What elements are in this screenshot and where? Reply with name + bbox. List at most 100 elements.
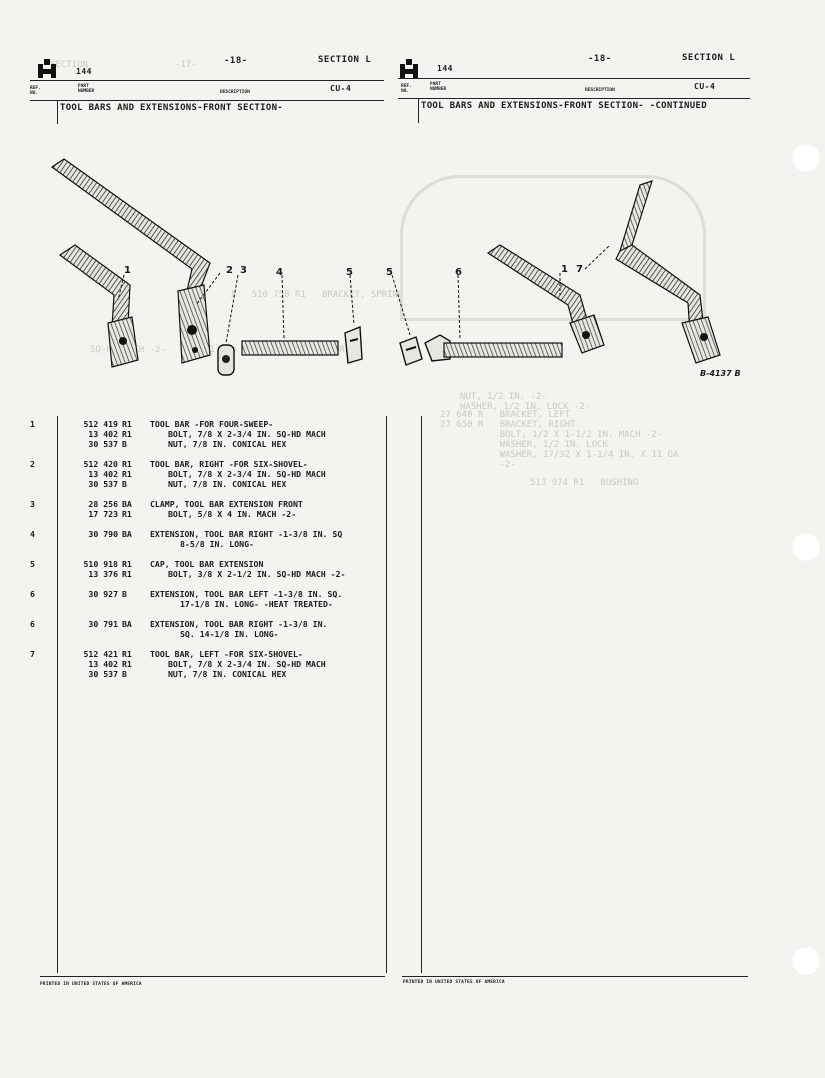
tool-bar-four-sweep-alt-view	[486, 244, 605, 354]
extension-tool-bar-right-short	[241, 340, 339, 356]
callout-number: 7	[576, 264, 583, 275]
part-description: NUT, 7/8 IN. CONICAL HEX	[168, 669, 287, 679]
ref-no-label: REF.NO.	[30, 86, 41, 96]
callout-number: 2	[226, 265, 233, 276]
callout-number: 1	[124, 265, 131, 276]
ref-number: 1	[30, 419, 35, 429]
tool-bar-four-sweep	[58, 244, 139, 368]
cap-tool-bar-extension	[344, 325, 363, 364]
page-number: -18-	[224, 56, 248, 66]
model-number: 144	[76, 67, 92, 76]
binder-hole	[791, 532, 821, 562]
part-description: TOOL BAR, LEFT -FOR SIX-SHOVEL-	[150, 649, 303, 659]
part-description: 17-1/8 IN. LONG- -HEAT TREATED-	[180, 599, 333, 609]
callout-number: 6	[455, 267, 462, 278]
column-divider	[418, 99, 419, 123]
callout-number: 4	[276, 267, 283, 278]
bleed-through-text: NUT, 1/2 IN. -2- WASHER, 1/2 IN. LOCK -2…	[460, 392, 591, 412]
part-description: CAP, TOOL BAR EXTENSION	[150, 559, 264, 569]
callout-number: 3	[240, 265, 247, 276]
figure-number: B-4137 B	[700, 369, 741, 378]
exploded-parts-illustration	[50, 158, 721, 376]
section-title: TOOL BARS AND EXTENSIONS-FRONT SECTION-	[60, 103, 284, 113]
part-description: TOOL BAR -FOR FOUR-SWEEP-	[150, 419, 274, 429]
part-description: EXTENSION, TOOL BAR RIGHT -1-3/8 IN.	[150, 619, 328, 629]
section-label: SECTION L	[318, 55, 372, 65]
ref-no-label: REF.NO.	[401, 84, 412, 94]
part-description: SQ. 14-1/8 IN. LONG-	[180, 629, 279, 639]
bleed-through-text: SECTION	[50, 60, 88, 70]
part-description: BOLT, 5/8 X 4 IN. MACH -2-	[168, 509, 297, 519]
header-rule	[398, 78, 750, 79]
parts-row: SQ. 14-1/8 IN. LONG-	[30, 629, 400, 639]
bleed-through-text: 27 640 R BRACKET, LEFT 27 650 R BRACKET,…	[440, 410, 679, 470]
part-description: BOLT, 7/8 X 2-3/4 IN. SQ-HD MACH	[168, 659, 326, 669]
description-label: DESCRIPTION	[220, 90, 250, 95]
group-code: CU-4	[694, 82, 716, 91]
tool-bar-left-six-shovel	[615, 180, 721, 364]
parts-row: 8-5/8 IN. LONG-	[30, 539, 400, 549]
part-description: CLAMP, TOOL BAR EXTENSION FRONT	[150, 499, 303, 509]
part-description: BOLT, 3/8 X 2-1/2 IN. SQ-HD MACH -2-	[168, 569, 346, 579]
part-description: EXTENSION, TOOL BAR LEFT -1-3/8 IN. SQ.	[150, 589, 343, 599]
column-divider	[57, 101, 58, 124]
part-description: TOOL BAR, RIGHT -FOR SIX-SHOVEL-	[150, 459, 308, 469]
footer-rule	[402, 976, 748, 977]
bleed-through-text: -17-	[175, 60, 197, 70]
model-number: 144	[437, 64, 453, 73]
header-rule	[30, 80, 384, 81]
printed-in-usa-footer: PRINTED IN UNITED STATES OF AMERICA	[403, 980, 505, 985]
part-description: BOLT, 7/8 X 2-3/4 IN. SQ-HD MACH	[168, 469, 326, 479]
tool-bar-right-six-shovel	[50, 158, 211, 364]
bleed-through-shape	[400, 175, 706, 321]
clamp-tool-bar-extension	[217, 344, 235, 376]
ih-logo-icon	[400, 59, 418, 78]
part-description: NUT, 7/8 IN. CONICAL HEX	[168, 439, 287, 449]
extension-tool-bar-long	[424, 334, 563, 362]
header-rule	[30, 100, 384, 101]
callout-number: 5	[386, 267, 393, 278]
ref-number: 6	[30, 619, 35, 629]
column-divider	[386, 416, 387, 973]
header-rule	[398, 98, 750, 99]
ref-number: 4	[30, 529, 35, 539]
part-description: EXTENSION, TOOL BAR RIGHT -1-3/8 IN. SQ	[150, 529, 343, 539]
part-description: 8-5/8 IN. LONG-	[180, 539, 254, 549]
ih-logo-icon	[38, 59, 56, 78]
section-title: TOOL BARS AND EXTENSIONS-FRONT SECTION- …	[421, 101, 707, 111]
ref-number: 5	[30, 559, 35, 569]
callout-number: 1	[561, 264, 568, 275]
footer-rule	[40, 976, 385, 977]
description-label: DESCRIPTION	[585, 88, 615, 93]
bleed-through-text: 1 510 758 R1 BRACKET, SPRING	[230, 290, 404, 300]
ref-number: 3	[30, 499, 35, 509]
